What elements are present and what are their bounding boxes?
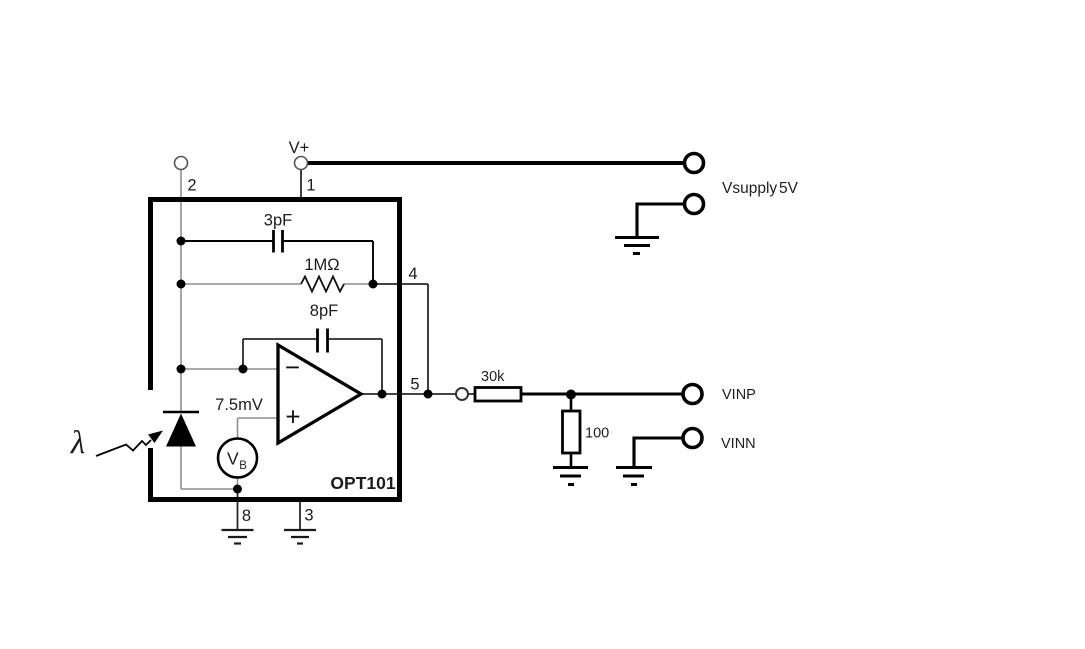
resistor-30k-icon (473, 386, 523, 403)
pin2-label: 2 (187, 177, 196, 195)
pin4-label: 4 (408, 265, 417, 283)
feedback-capacitor-label: 3pF (264, 212, 292, 230)
ground-icon-supply (615, 236, 659, 255)
vinp-label: VINP (722, 387, 756, 403)
light-arrow-icon (95, 430, 163, 457)
ground-icon-vinn (616, 466, 652, 486)
terminal-pin1-vplus (293, 155, 309, 171)
junction-dot (238, 364, 248, 374)
vb-letter: V (227, 449, 239, 469)
lambda-label: λ (70, 425, 85, 461)
opamp-inverting-symbol: − (285, 352, 300, 382)
vb-source-label: VB (227, 449, 247, 473)
junction-dot (176, 364, 186, 374)
capacitor-3pf-icon (272, 230, 284, 253)
junction-dot (377, 389, 387, 399)
vplus-label: V+ (289, 139, 310, 157)
pin5-label: 5 (410, 376, 419, 394)
shunt-resistor-label: 100 (585, 426, 609, 442)
pin1-label: 1 (306, 177, 315, 195)
terminal-vsupply-gnd (682, 192, 706, 216)
compensation-capacitor-label: 8pF (310, 302, 338, 320)
wire-vinn-return (632, 436, 683, 466)
pin8-label: 8 (242, 507, 251, 525)
junction-dot (368, 279, 378, 289)
photodiode-icon (163, 410, 199, 447)
vsupply-value-label: 5V (779, 180, 799, 197)
pin3-label: 3 (304, 507, 313, 525)
opamp-icon (276, 342, 365, 446)
wire-supply-return (635, 202, 685, 236)
vinn-label: VINN (721, 436, 756, 452)
ground-icon-pin8 (221, 528, 254, 545)
ground-icon-pin3 (284, 528, 316, 545)
offset-voltage-label: 7.5mV (215, 396, 263, 414)
resistor-100-icon (561, 409, 582, 455)
terminal-vinn (681, 426, 704, 450)
ground-icon-shunt (553, 466, 588, 486)
vsupply-name-label: Vsupply (722, 180, 777, 197)
node-open-circle (455, 387, 469, 401)
ic-boundary-box (148, 197, 402, 502)
resistor-1m-icon (300, 274, 345, 294)
junction-dot (423, 389, 433, 399)
vb-source-icon (216, 437, 259, 479)
junction-dot (233, 484, 242, 494)
chip-name-label: OPT101 (330, 473, 395, 493)
internal-wires (180, 169, 476, 529)
junction-dot (176, 279, 186, 289)
terminal-vinp (681, 382, 704, 406)
opamp-noninverting-symbol: + (285, 402, 300, 432)
series-resistor-label: 30k (481, 369, 505, 385)
junction-dot (176, 236, 186, 246)
junction-dots (176, 236, 576, 494)
vb-subscript: B (239, 460, 247, 472)
terminal-pin2 (173, 155, 189, 171)
terminal-vsupply-pos (682, 151, 706, 175)
feedback-resistor-label: 1MΩ (304, 256, 339, 274)
capacitor-8pf-icon (316, 328, 329, 353)
junction-dot (566, 389, 576, 400)
